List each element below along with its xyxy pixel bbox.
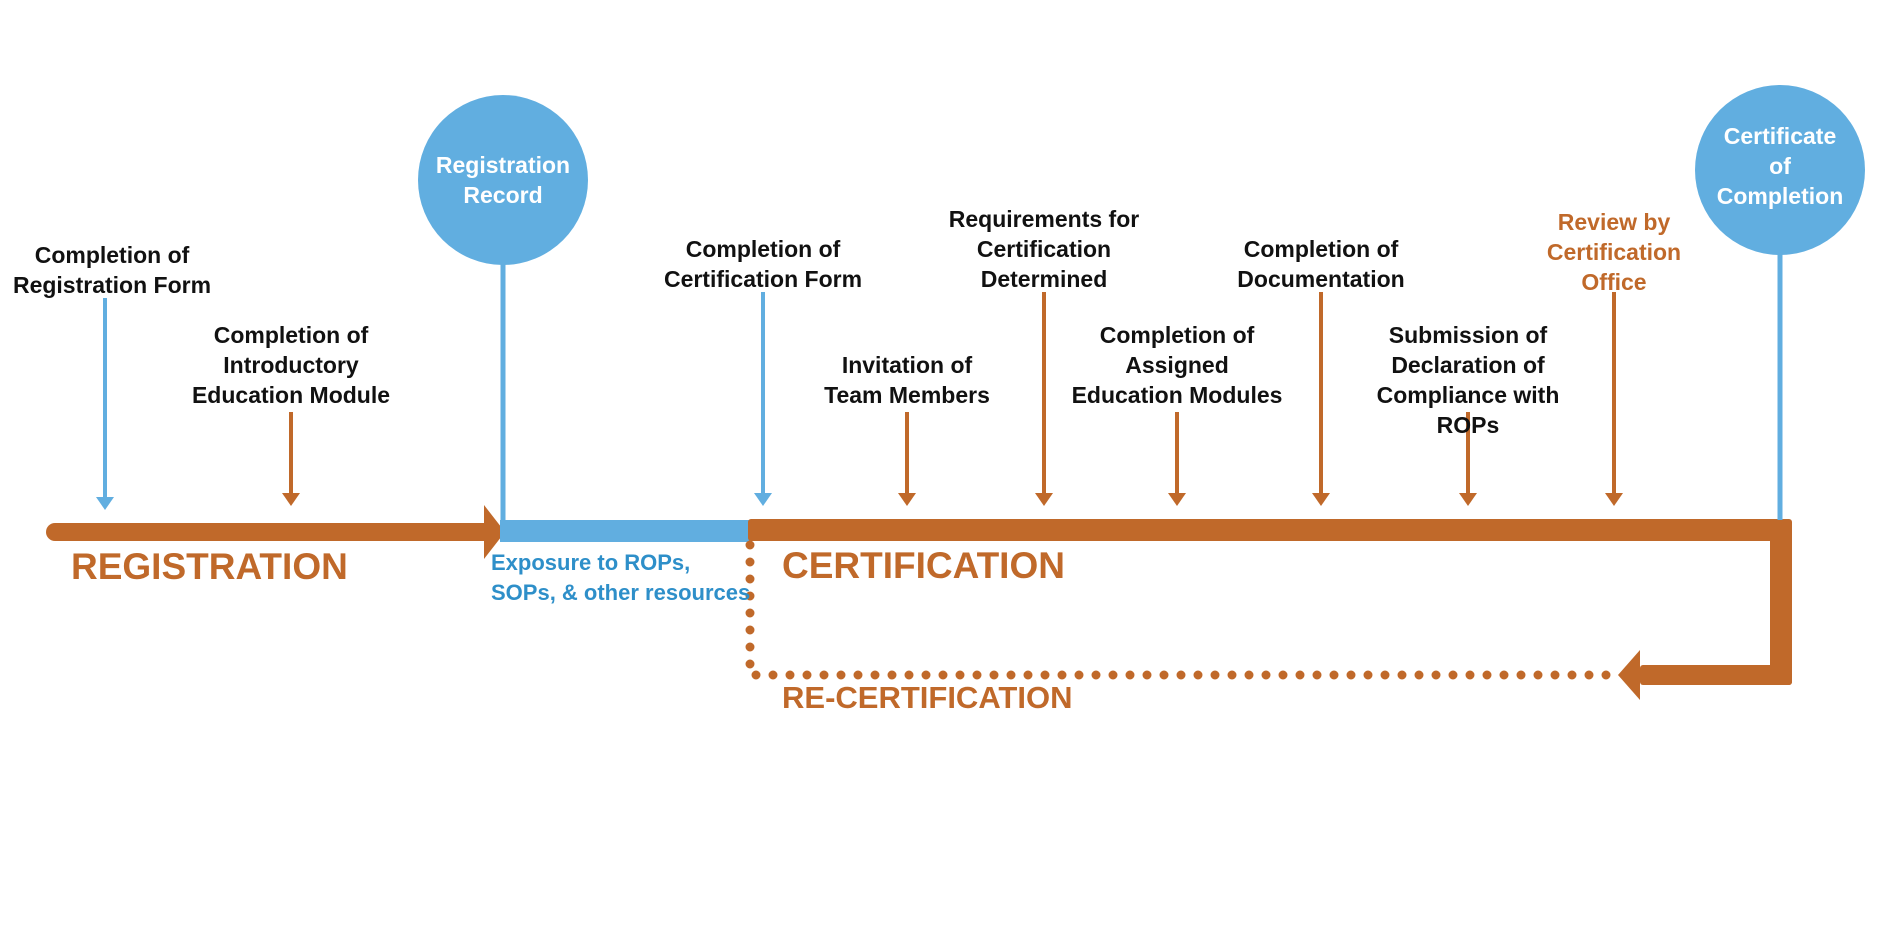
milestone-arrow-introductory-module [282, 412, 300, 506]
milestone-arrow-invitation-team [898, 412, 916, 506]
exposure-segment [500, 520, 750, 542]
milestone-arrow-requirements-determined [1035, 292, 1053, 506]
milestone-label-invitation-team: Invitation of Team Members [824, 352, 990, 408]
milestone-arrow-documentation [1312, 292, 1330, 506]
return-vertical [1770, 519, 1792, 685]
milestone-label-introductory-module: Completion of Introductory Education Mod… [191, 322, 391, 408]
return-arrow-head [1618, 650, 1640, 700]
milestone-label-certification-form: Completion of Certification Form [663, 236, 863, 292]
certificate-of-completion-label: Certificate of Completion [1716, 123, 1844, 209]
milestone-arrow-declaration [1459, 412, 1477, 506]
return-horizontal [1640, 665, 1792, 685]
certification-line [748, 519, 1790, 541]
milestone-label-declaration: Submission of Declaration of Compliance … [1376, 322, 1560, 438]
milestone-label-requirements-determined: Requirements for Certification Determine… [948, 206, 1140, 292]
milestone-label-review: Review by Certification Office [1546, 209, 1682, 295]
milestone-arrow-registration-form [96, 298, 114, 510]
milestone-arrow-review [1605, 292, 1623, 506]
milestone-label-registration-form: Completion of Registration Form [12, 242, 212, 298]
milestone-label-documentation: Completion of Documentation [1237, 236, 1405, 292]
milestone-label-assigned-modules: Completion of Assigned Education Modules [1071, 322, 1283, 408]
phase-recertification: RE-CERTIFICATION [782, 680, 1073, 715]
milestone-arrow-assigned-modules [1168, 412, 1186, 506]
registration-record-circle [418, 95, 588, 265]
phase-registration: REGISTRATION [71, 546, 348, 587]
milestone-arrow-certification-form [754, 292, 772, 506]
registration-record-label: Registration Record [435, 152, 571, 208]
certificate-circle [1695, 85, 1865, 255]
registration-arrow-head [484, 505, 505, 559]
phase-certification: CERTIFICATION [782, 545, 1065, 586]
exposure-label: Exposure to ROPs, SOPs, & other resource… [491, 550, 751, 605]
